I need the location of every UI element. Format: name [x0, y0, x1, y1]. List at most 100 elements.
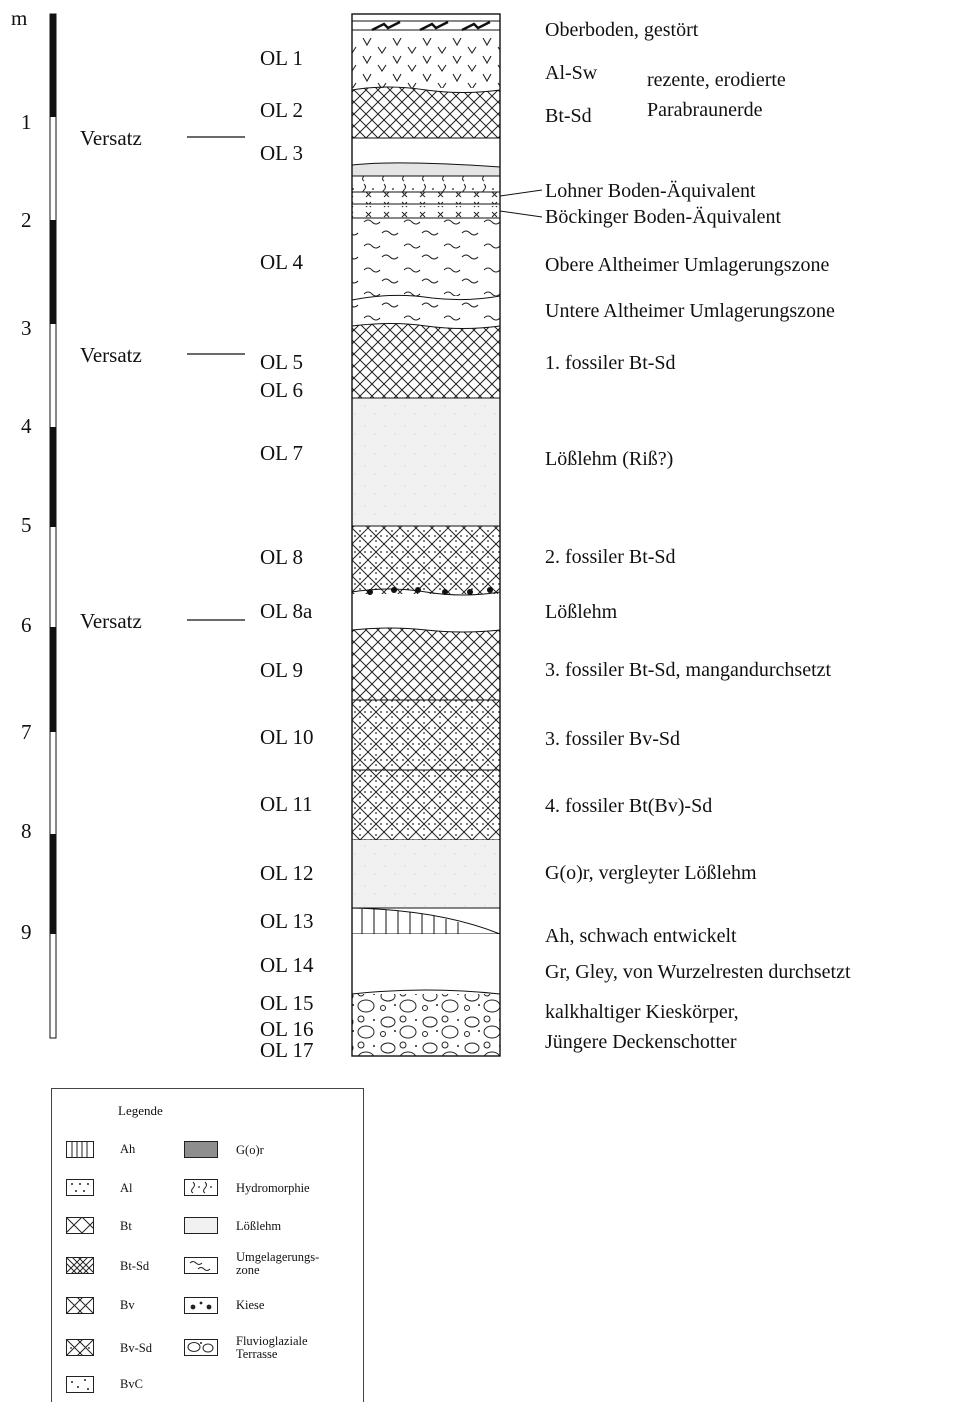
layer-ol7 [352, 398, 500, 526]
description: Ah, schwach entwickelt [545, 925, 737, 947]
depth-label: 4 [21, 414, 32, 438]
layer-ol1 [352, 38, 500, 88]
horizon-label: OL 9 [260, 658, 303, 682]
legend-swatch-gor [184, 1141, 218, 1158]
legend-label: Ah [120, 1142, 136, 1156]
horizon-label: OL 11 [260, 792, 313, 816]
horizon-label: OL 1 [260, 46, 303, 70]
legend-swatch-loesslehm [184, 1217, 218, 1234]
horizon-label: OL 14 [260, 953, 314, 977]
description: Lohner Boden-Äquivalent [545, 180, 756, 202]
legend-swatch-hydromorphie [184, 1179, 218, 1196]
layer-ol9 [351, 627, 501, 701]
description: Untere Altheimer Umlagerungszone [545, 300, 835, 322]
legend-label: Hydromorphie [236, 1181, 310, 1195]
description: Parabraunerde [647, 99, 763, 121]
depth-unit: m [11, 6, 28, 30]
horizon-label: OL 10 [260, 725, 314, 749]
description: Gr, Gley, von Wurzelresten durchsetzt [545, 961, 851, 983]
legend-swatch-ah [66, 1141, 94, 1158]
legend-label: Umgelagerungs- zone [236, 1250, 320, 1278]
legend-swatch-bt-sd [66, 1257, 94, 1274]
legend-label: Fluvioglaziale Terrasse [236, 1334, 308, 1362]
horizon-label: OL 5 [260, 350, 303, 374]
legend-title: Legende [118, 1103, 163, 1118]
layer-ol8 [352, 526, 500, 594]
depth-scale-bar [49, 13, 57, 1039]
depth-label: 8 [21, 819, 32, 843]
legend: Legende Ah Al Bt Bt-Sd Bv Bv-Sd BvC G(o)… [51, 1088, 364, 1402]
description: rezente, erodierte [647, 69, 786, 91]
description: Jüngere Deckenschotter [545, 1031, 737, 1053]
layer-ol12 [352, 840, 500, 908]
leader-line-lohner [499, 189, 543, 197]
layer-ol4 [352, 218, 500, 296]
legend-swatch-al [66, 1179, 94, 1196]
description: 1. fossiler Bt-Sd [545, 352, 676, 374]
profile-frame [351, 13, 501, 1057]
description: Lößlehm [545, 601, 618, 623]
description: Böckinger Boden-Äquivalent [545, 206, 782, 228]
description: Al-Sw [545, 62, 598, 84]
description: 4. fossiler Bt(Bv)-Sd [545, 795, 713, 817]
description: 2. fossiler Bt-Sd [545, 546, 676, 568]
legend-label: BvC [120, 1377, 143, 1391]
layer-boeckinger [352, 206, 500, 218]
legend-swatch-fluvioglaziale-terrasse [184, 1339, 218, 1356]
legend-swatch-kiese [184, 1297, 218, 1314]
legend-label: Kiese [236, 1298, 265, 1312]
legend-swatch-bt [66, 1217, 94, 1234]
legend-label: Bv [120, 1298, 135, 1312]
horizon-label: OL 6 [260, 378, 303, 402]
depth-label: 2 [21, 208, 32, 232]
horizon-label: OL 15 [260, 991, 314, 1015]
depth-label: 5 [21, 513, 32, 537]
versatz-label: Versatz [80, 343, 142, 367]
horizon-label: OL 12 [260, 861, 314, 885]
depth-label: 7 [21, 720, 32, 744]
layer-lohner [352, 176, 500, 192]
description: kalkhaltiger Kieskörper, [545, 1001, 739, 1023]
horizon-label: OL 17 [260, 1038, 314, 1062]
layer-ol14 [352, 934, 500, 990]
legend-swatch-bv-sd [66, 1339, 94, 1356]
layer-ol3 [352, 139, 500, 161]
depth-label: 1 [21, 110, 32, 134]
legend-label: Bt [120, 1219, 132, 1233]
legend-swatch-umlagerungszone [184, 1257, 218, 1274]
profile-column [351, 13, 501, 1057]
horizon-label: OL 8a [260, 599, 313, 623]
legend-swatch-bv [66, 1297, 94, 1314]
legend-label: G(o)r [236, 1143, 264, 1157]
horizon-label: OL 16 [260, 1017, 314, 1041]
layer-ol8a [352, 596, 500, 628]
depth-label: 9 [21, 920, 32, 944]
horizon-label: OL 2 [260, 98, 303, 122]
layer-ol2 [351, 86, 501, 139]
depth-label: 3 [21, 316, 32, 340]
description: Obere Altheimer Umlagerungszone [545, 254, 830, 276]
description: Bt-Sd [545, 105, 592, 127]
layer-ol10 [352, 700, 500, 770]
versatz-label: Versatz [80, 609, 142, 633]
legend-label: Bt-Sd [120, 1259, 150, 1273]
description: Oberboden, gestört [545, 19, 699, 41]
horizon-label: OL 4 [260, 250, 303, 274]
description: 3. fossiler Bt-Sd, mangandurchsetzt [545, 659, 832, 681]
legend-label: Lößlehm [236, 1219, 282, 1233]
layer-ol11 [352, 770, 500, 840]
versatz-label: Versatz [80, 126, 142, 150]
legend-label: Al [120, 1181, 133, 1195]
legend-label: Bv-Sd [120, 1341, 152, 1355]
description: G(o)r, vergleyter Lößlehm [545, 862, 757, 884]
horizon-label: OL 8 [260, 545, 303, 569]
description: 3. fossiler Bv-Sd [545, 728, 680, 750]
horizon-label: OL 3 [260, 141, 303, 165]
horizon-label: OL 13 [260, 909, 314, 933]
description: Lößlehm (Riß?) [545, 448, 674, 470]
layer-ol5-6 [351, 323, 501, 399]
leader-line-boeckinger [499, 210, 543, 218]
horizon-label: OL 7 [260, 441, 303, 465]
legend-swatch-bvc [66, 1376, 94, 1393]
